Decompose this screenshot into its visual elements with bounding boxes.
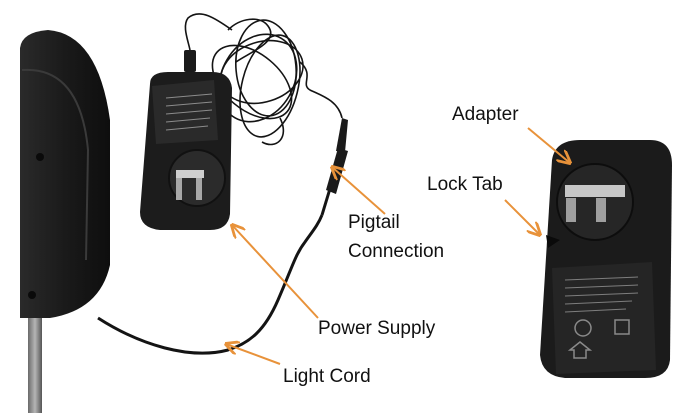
arrow-pigtail — [332, 167, 386, 215]
arrow-light-cord — [226, 344, 281, 365]
adapter-closeup — [540, 140, 672, 378]
label-pigtail-line2: Connection — [348, 241, 445, 262]
annotation-arrows — [226, 127, 570, 365]
label-lock-tab: Lock Tab — [427, 174, 503, 195]
label-power-supply: Power Supply — [318, 318, 436, 339]
pigtail-connector — [320, 118, 348, 216]
light-housing — [20, 30, 110, 413]
power-supply — [140, 72, 232, 230]
arrow-lock-tab — [504, 199, 540, 235]
light-cord — [97, 214, 324, 355]
label-pigtail-line1: Pigtail — [348, 212, 400, 233]
label-adapter: Adapter — [452, 104, 519, 125]
arrow-power-supply — [232, 225, 319, 319]
strain-relief — [184, 50, 196, 72]
arrow-adapter — [527, 127, 570, 163]
label-light-cord: Light Cord — [283, 366, 371, 387]
